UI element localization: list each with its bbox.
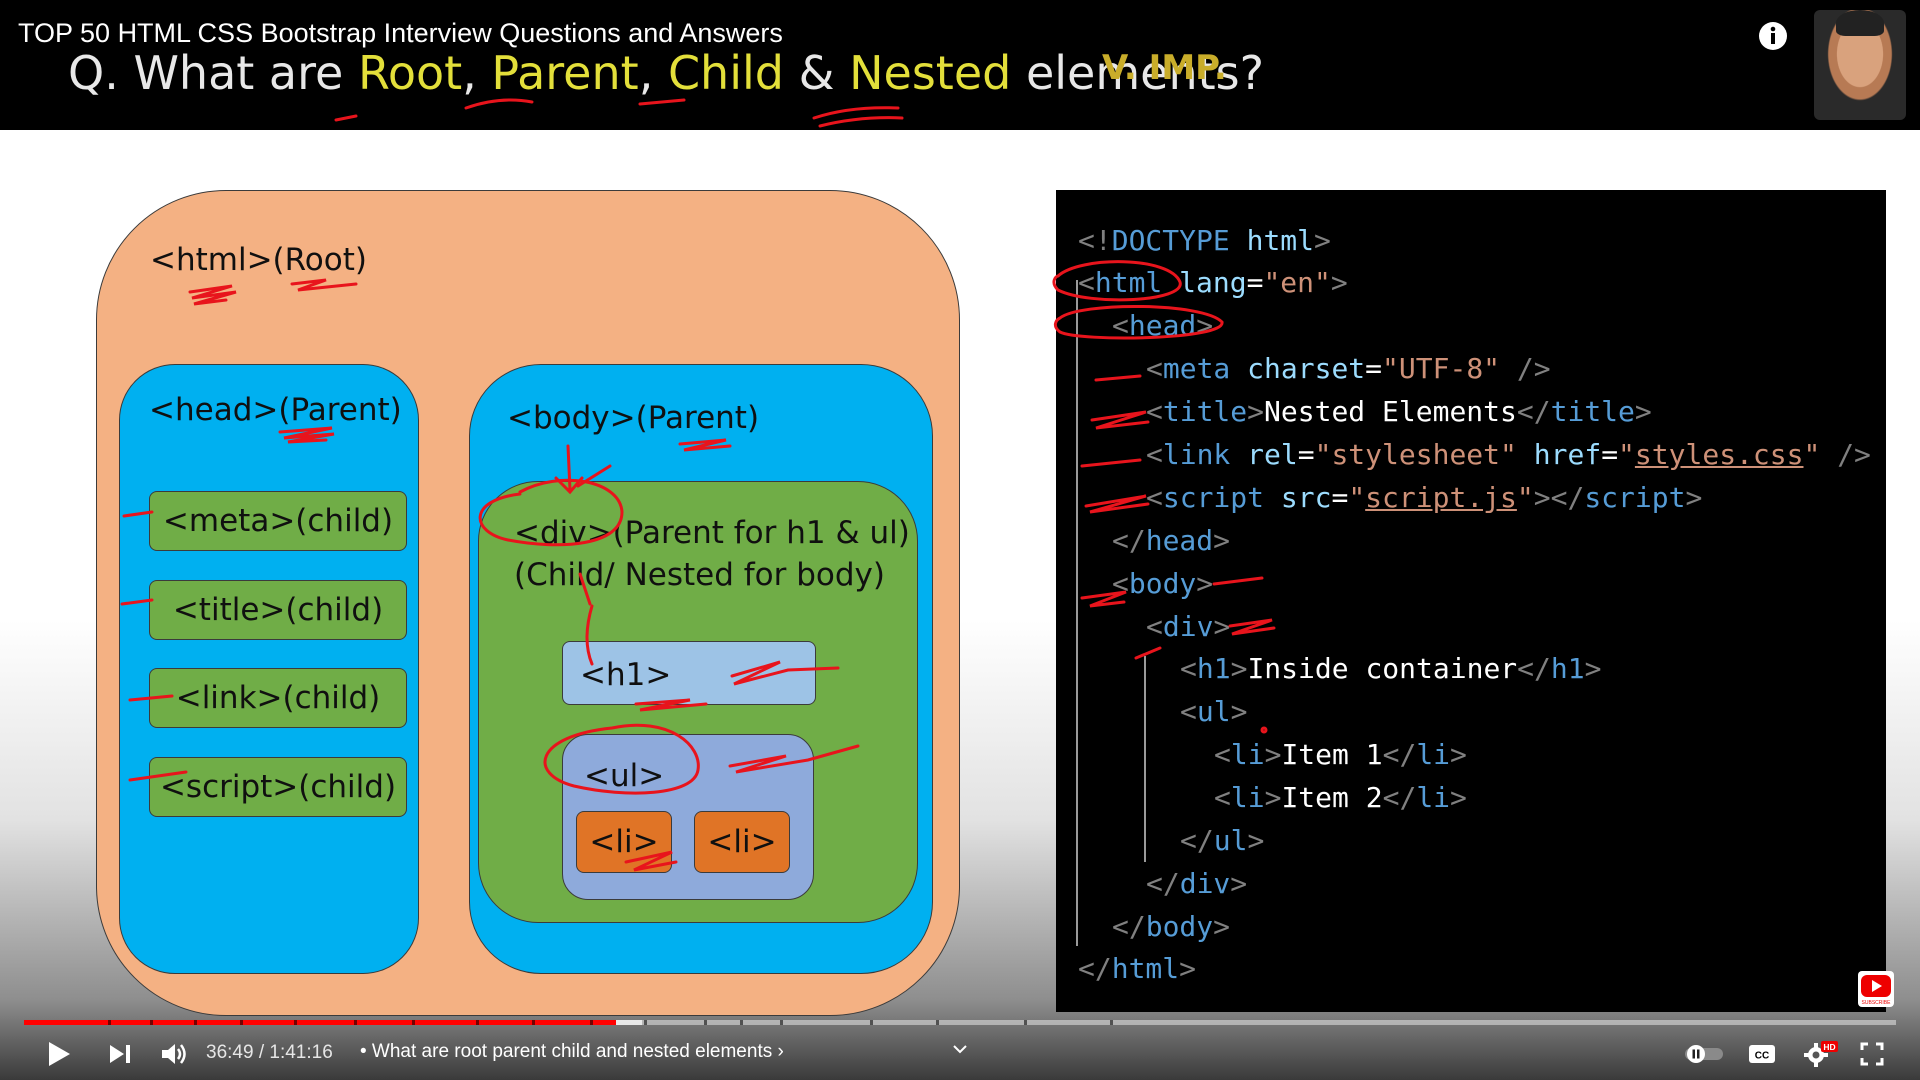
chapter-marker — [532, 1020, 535, 1025]
settings-button[interactable]: HD — [1800, 1034, 1840, 1074]
question-comma: , — [462, 46, 492, 100]
meta-child-box: <meta>(child) — [149, 491, 407, 551]
html-root-label: <html>(Root) — [150, 242, 367, 278]
h1-label: <h1> — [580, 657, 672, 693]
chapter-marker — [240, 1020, 243, 1025]
autoplay-icon — [1685, 1045, 1723, 1063]
question-root: Root — [357, 46, 463, 100]
code-line: <!DOCTYPE html> — [1078, 224, 1331, 257]
channel-avatar[interactable] — [1814, 10, 1906, 120]
chapter-marker — [108, 1020, 111, 1025]
code-line: </body> — [1112, 910, 1231, 943]
next-button[interactable] — [102, 1034, 138, 1074]
video-header: TOP 50 HTML CSS Bootstrap Interview Ques… — [0, 0, 1920, 130]
chapter-marker — [590, 1020, 593, 1025]
question-child: Child — [667, 46, 784, 100]
code-line: <ul> — [1180, 695, 1248, 728]
link-child-label: <link>(child) — [175, 680, 381, 716]
chapter-marker — [936, 1020, 939, 1025]
skip-next-icon — [110, 1045, 130, 1063]
code-line: <title>Nested Elements</title> — [1146, 395, 1652, 428]
time-display: 36:49 / 1:41:16 — [206, 1042, 333, 1063]
code-line: <li>Item 2</li> — [1214, 781, 1467, 814]
div-label-line2: (Child/ Nested for body) — [514, 557, 886, 593]
subscribe-icon: SUBSCRIBE — [1858, 971, 1894, 1007]
cc-label: CC — [1755, 1051, 1769, 1062]
fullscreen-button[interactable] — [1854, 1034, 1890, 1074]
li-box: <li> — [576, 811, 672, 873]
code-line: <html lang="en"> — [1078, 266, 1348, 299]
volume-icon — [162, 1044, 186, 1064]
hd-badge: HD — [1823, 1042, 1835, 1052]
ul-label: <ul> — [584, 758, 665, 794]
chevron-down-icon[interactable] — [944, 1036, 976, 1062]
chapter-marker — [780, 1020, 783, 1025]
chapter-marker — [644, 1020, 647, 1025]
chapter-marker — [476, 1020, 479, 1025]
autoplay-toggle[interactable] — [1682, 1034, 1726, 1074]
title-child-box: <title>(child) — [149, 580, 407, 640]
question-prefix: Q. What are — [68, 46, 358, 100]
importance-badge: V. IMP. — [1102, 48, 1227, 88]
code-line: </head> — [1112, 524, 1231, 557]
played-fill — [24, 1020, 616, 1025]
title-child-label: <title>(child) — [172, 592, 384, 628]
chapter-marker — [354, 1020, 357, 1025]
question-nested: Nested — [849, 46, 1012, 100]
link-child-box: <link>(child) — [149, 668, 407, 728]
question-amp: & — [783, 46, 850, 100]
li-box: <li> — [694, 811, 790, 873]
code-line: <div> — [1146, 610, 1231, 643]
code-line: <head> — [1112, 309, 1214, 342]
chapter-marker — [294, 1020, 297, 1025]
subscribe-watermark[interactable]: SUBSCRIBE — [1857, 970, 1895, 1008]
script-link: script.js — [1365, 481, 1517, 514]
body-parent-label: <body>(Parent) — [507, 400, 760, 436]
volume-button[interactable] — [156, 1034, 192, 1074]
li-label: <li> — [707, 824, 777, 860]
code-line: <li>Item 1</li> — [1214, 738, 1467, 771]
meta-child-label: <meta>(child) — [162, 503, 394, 539]
play-button[interactable] — [40, 1034, 78, 1074]
fullscreen-icon — [1860, 1042, 1884, 1066]
question-comma: , — [638, 46, 668, 100]
code-line: <meta charset="UTF-8" /> — [1146, 352, 1551, 385]
info-icon[interactable] — [1753, 16, 1793, 56]
captions-icon: CC — [1749, 1045, 1775, 1063]
slide-question: Q. What are Root, Parent, Child & Nested… — [68, 46, 1264, 100]
div-label-line1: <div>(Parent for h1 & ul) — [514, 515, 910, 551]
question-parent: Parent — [491, 46, 639, 100]
head-parent-label: <head>(Parent) — [149, 392, 402, 428]
chapter-marker — [740, 1020, 743, 1025]
indent-guide — [1076, 280, 1078, 946]
chapter-marker — [1024, 1020, 1027, 1025]
code-line: <link rel="stylesheet" href="styles.css"… — [1146, 438, 1871, 471]
li-label: <li> — [589, 824, 659, 860]
chapter-marker — [870, 1020, 873, 1025]
video-title[interactable]: TOP 50 HTML CSS Bootstrap Interview Ques… — [18, 18, 783, 48]
gear-icon: HD — [1804, 1041, 1838, 1067]
play-icon — [49, 1042, 70, 1066]
code-line: </ul> — [1180, 824, 1265, 857]
code-line: </div> — [1146, 867, 1248, 900]
styles-link: styles.css — [1634, 438, 1804, 471]
code-line: <script src="script.js"></script> — [1146, 481, 1703, 514]
chapter-marker — [1110, 1020, 1113, 1025]
question-suffix: elements? — [1011, 46, 1265, 100]
code-line: <h1>Inside container</h1> — [1180, 652, 1602, 685]
subscribe-label: SUBSCRIBE — [1862, 1000, 1892, 1006]
code-line: </html> — [1078, 952, 1197, 985]
script-child-label: <script>(child) — [159, 769, 397, 805]
indent-guide — [1144, 656, 1146, 862]
code-line: <body> — [1112, 567, 1214, 600]
captions-button[interactable]: CC — [1744, 1034, 1780, 1074]
chapter-title[interactable]: • What are root parent child and nested … — [360, 1041, 784, 1062]
script-child-box: <script>(child) — [149, 757, 407, 817]
progress-bar[interactable] — [24, 1020, 1896, 1025]
chapter-marker — [412, 1020, 415, 1025]
chapter-marker — [194, 1020, 197, 1025]
chapter-marker — [704, 1020, 707, 1025]
chapter-marker — [150, 1020, 153, 1025]
